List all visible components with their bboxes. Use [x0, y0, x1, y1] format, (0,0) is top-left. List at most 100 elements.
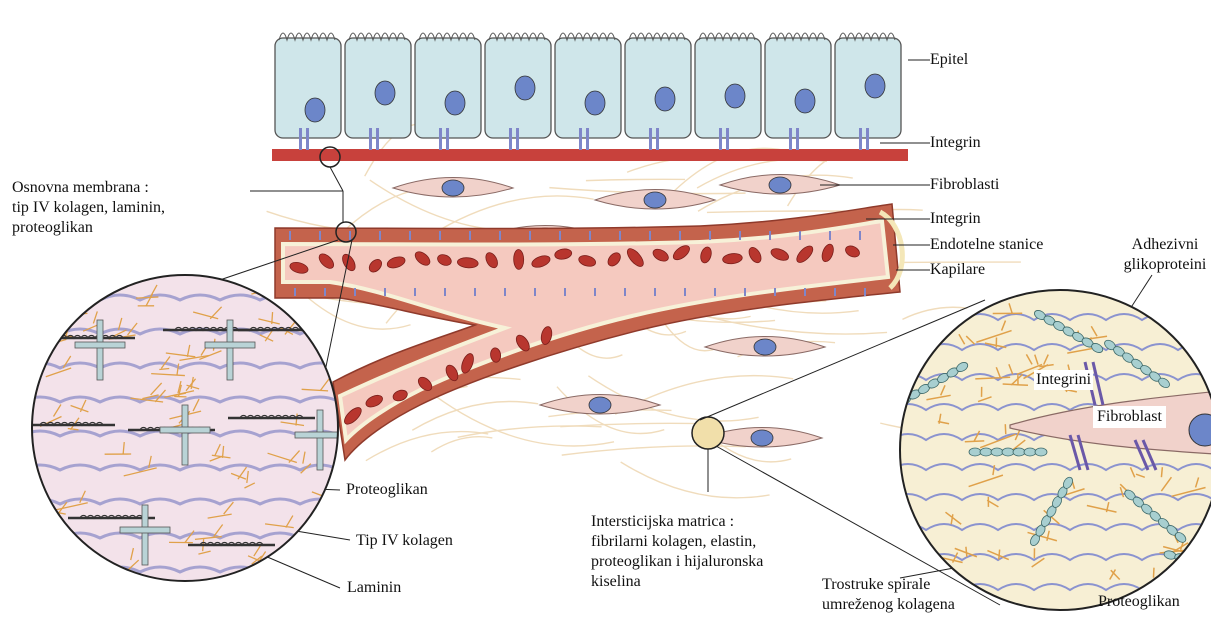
epithelial-cell: [415, 38, 481, 138]
cell-nucleus: [655, 87, 675, 111]
proteoglycan-branch: [1156, 301, 1170, 321]
proteoglycan-branch: [41, 547, 67, 564]
matrix-fiber: [700, 315, 887, 334]
proteoglycan-branch: [328, 513, 344, 535]
helix-segment: [969, 448, 981, 456]
integrin: [586, 128, 589, 150]
integrin: [446, 128, 449, 150]
integrin: [859, 128, 862, 150]
basement-membrane-zoom: [20, 275, 380, 581]
interstitial-line-1: Intersticijska matrica :: [591, 512, 821, 532]
laminin-arm: [75, 342, 125, 348]
integrin: [299, 128, 302, 150]
cell-nucleus: [375, 81, 395, 105]
epithelial-cell: [555, 38, 621, 138]
cell-nucleus: [795, 89, 815, 113]
integrin: [579, 128, 582, 150]
matrix-fiber: [431, 437, 492, 452]
cell-nucleus: [305, 98, 325, 122]
matrix-fiber: [621, 462, 770, 498]
integrin: [509, 128, 512, 150]
integrin: [376, 128, 379, 150]
interstitial-zoom-marker: [692, 417, 724, 449]
triple-helix-line-2: umreženog kolagena: [822, 595, 992, 615]
epithelial-cell: [625, 38, 691, 138]
laminin-arm: [317, 410, 323, 470]
proteoglycan-branch: [338, 517, 370, 529]
basement-membrane-line-1: Osnovna membrana :: [12, 178, 252, 198]
basement-membrane-line-3: proteoglikan: [12, 218, 252, 238]
label-integrin-capillary: Integrin: [930, 209, 981, 229]
integrin: [789, 128, 792, 150]
label-type-iv-collagen: Tip IV kolagen: [356, 531, 453, 551]
cell-nucleus: [585, 91, 605, 115]
proteoglycan-branch: [1175, 561, 1186, 571]
helix-segment: [1024, 448, 1036, 456]
matrix-fiber: [366, 432, 488, 461]
label-integrin-epithelium: Integrin: [930, 133, 981, 153]
laminin-arm: [97, 320, 103, 380]
adhesive-glyco-line-1: Adhezivni: [1120, 235, 1210, 255]
integrin: [516, 128, 519, 150]
cell-nucleus: [515, 76, 535, 100]
laminin-arm: [160, 427, 210, 433]
cell-nucleus: [445, 91, 465, 115]
helix-segment: [980, 448, 992, 456]
label-integrins-zoom: Integrini: [1034, 370, 1093, 390]
label-triple-helix: Trostruke spirale umreženog kolagena: [822, 575, 992, 615]
epithelial-cell: [275, 38, 341, 138]
fibroblast-nucleus: [751, 430, 773, 446]
fibroblast-nucleus: [442, 180, 464, 196]
label-epithelium: Epitel: [930, 50, 968, 70]
proteoglycan-branch: [65, 557, 95, 569]
label-basement-membrane: Osnovna membrana : tip IV kolagen, lamin…: [12, 178, 252, 238]
helix-segment: [1206, 561, 1211, 572]
laminin-arm: [227, 320, 233, 380]
matrix-fiber: [458, 426, 602, 437]
interstitial-line-4: kiselina: [591, 572, 821, 592]
label-proteoglycan-right: Proteoglikan: [1098, 592, 1180, 612]
laminin-arm: [205, 342, 255, 348]
epithelial-cell: [765, 38, 831, 138]
label-capillary: Kapilare: [930, 260, 985, 280]
fibroblast-nucleus: [769, 177, 791, 193]
matrix-fiber: [412, 401, 538, 430]
helix-segment: [1195, 558, 1209, 569]
triple-helix-line-1: Trostruke spirale: [822, 575, 992, 595]
cell-nucleus: [725, 84, 745, 108]
integrin: [439, 128, 442, 150]
helix-segment: [1035, 448, 1047, 456]
label-laminin: Laminin: [347, 578, 401, 598]
helix-segment: [1184, 555, 1198, 566]
laminin-arm: [120, 527, 170, 533]
integrin: [719, 128, 722, 150]
label-endothelial-cells: Endotelne stanice: [930, 235, 1043, 255]
basement-membrane-band: [272, 149, 908, 161]
interstitial-line-3: proteoglikan i hijaluronska: [591, 552, 821, 572]
helix-segment: [991, 448, 1003, 456]
adhesive-glyco-line-2: glikoproteini: [1120, 255, 1210, 275]
red-blood-cell: [513, 249, 523, 269]
label-fibroblast-zoom: Fibroblast: [1093, 406, 1166, 428]
proteoglycan-branch: [333, 545, 351, 566]
integrin: [656, 128, 659, 150]
integrin: [796, 128, 799, 150]
matrix-fiber: [707, 211, 845, 212]
helix-segment: [1002, 448, 1014, 456]
label-proteoglycan-left: Proteoglikan: [346, 480, 428, 500]
interstitial-line-2: fibrilarni kolagen, elastin,: [591, 532, 821, 552]
integrin: [726, 128, 729, 150]
cell-nucleus: [865, 74, 885, 98]
label-interstitial-matrix: Intersticijska matrica : fibrilarni kola…: [591, 512, 821, 592]
laminin-arm: [182, 405, 188, 465]
integrin: [306, 128, 309, 150]
fibroblast-nucleus: [644, 192, 666, 208]
integrin: [649, 128, 652, 150]
integrin: [866, 128, 869, 150]
fibroblast-nucleus: [754, 339, 776, 355]
interstitial-zoom: [890, 290, 1211, 610]
capillary: [275, 204, 902, 460]
label-fibroblasts: Fibroblasti: [930, 175, 999, 195]
laminin-arm: [142, 505, 148, 565]
